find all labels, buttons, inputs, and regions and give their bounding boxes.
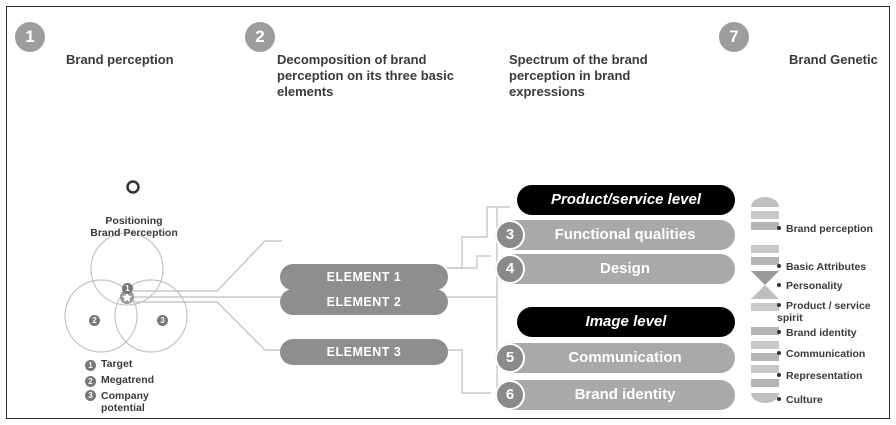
line-e1-functional	[447, 255, 491, 269]
legend-item-company: 3 Company potential	[85, 390, 155, 414]
design-num: 4	[495, 254, 525, 284]
dna-strand-icon	[751, 197, 779, 403]
genetic-item-communication: Communication	[777, 348, 865, 360]
legend-num-1: 1	[85, 360, 96, 371]
legend-item-target: 1 Target	[85, 358, 132, 371]
genetic-item-basic-attributes: Basic Attributes	[777, 261, 866, 273]
step-3-title: Spectrum of the brand perception in bran…	[509, 52, 648, 99]
step-2-badge: 2	[245, 22, 275, 52]
venn-circle-target	[90, 232, 164, 306]
line-element-3	[133, 301, 282, 351]
element-1-pill: ELEMENT 1	[280, 264, 448, 290]
image-level-bar: Image level	[517, 307, 735, 337]
step-7-badge: 7	[719, 22, 749, 52]
brand-identity-num: 6	[495, 380, 525, 410]
genetic-item-representation: Representation	[777, 370, 862, 382]
positioning-label: Positioning Brand Perception	[79, 215, 189, 239]
positioning-line-2: Brand Perception	[90, 227, 178, 239]
line-e3-identity	[447, 349, 491, 394]
step-1-badge: 1	[15, 22, 45, 52]
design-label: Design	[599, 260, 650, 277]
star-icon	[122, 292, 132, 302]
positioning-icon	[126, 180, 140, 194]
line-element-1	[133, 240, 282, 292]
genetic-item-product-spirit: Product / service spirit	[777, 300, 871, 324]
legend-label-company: Company potential	[101, 390, 149, 414]
functional-qualities-bar: 3 Functional qualities	[495, 220, 735, 250]
legend-num-3: 3	[85, 390, 96, 401]
legend-item-megatrend: 2 Megatrend	[85, 374, 154, 387]
venn-num-2: 2	[89, 313, 100, 326]
venn-num-3: 3	[157, 313, 168, 326]
brand-identity-label: Brand identity	[574, 386, 676, 403]
legend-num-2: 2	[85, 376, 96, 387]
design-bar: 4 Design	[495, 254, 735, 284]
step-2-title: Decomposition of brand perception on its…	[277, 52, 454, 99]
legend-label-megatrend: Megatrend	[101, 374, 155, 386]
genetic-item-culture: Culture	[777, 394, 823, 406]
connector-lines	[64, 180, 779, 403]
legend-label-target: Target	[101, 358, 133, 370]
functional-qualities-label: Functional qualities	[554, 226, 696, 243]
step-1-title: Brand perception	[66, 52, 174, 67]
element-3-pill: ELEMENT 3	[280, 339, 448, 365]
venn-circle-company	[114, 279, 188, 353]
genetic-item-personality: Personality	[777, 280, 843, 292]
positioning-line-1: Positioning	[105, 215, 163, 227]
image-level-label: Image level	[585, 313, 667, 330]
communication-bar: 5 Communication	[495, 343, 735, 373]
element-2-pill: ELEMENT 2	[280, 289, 448, 315]
brand-identity-bar: 6 Brand identity	[495, 380, 735, 410]
step-7-title: Brand Genetic	[789, 52, 878, 67]
product-service-level-label: Product/service level	[550, 191, 702, 208]
venn-circle-megatrend	[64, 279, 138, 353]
diagram-frame: 1 Brand perception 2 Decomposition of br…	[6, 6, 890, 419]
venn-num-1: 1	[122, 281, 133, 294]
communication-num: 5	[495, 343, 525, 373]
functional-qualities-num: 3	[495, 220, 525, 250]
product-service-level-bar: Product/service level	[517, 185, 735, 215]
genetic-item-brand-identity: Brand identity	[777, 327, 857, 339]
genetic-item-brand-perception: Brand perception	[777, 223, 873, 235]
communication-label: Communication	[568, 349, 682, 366]
